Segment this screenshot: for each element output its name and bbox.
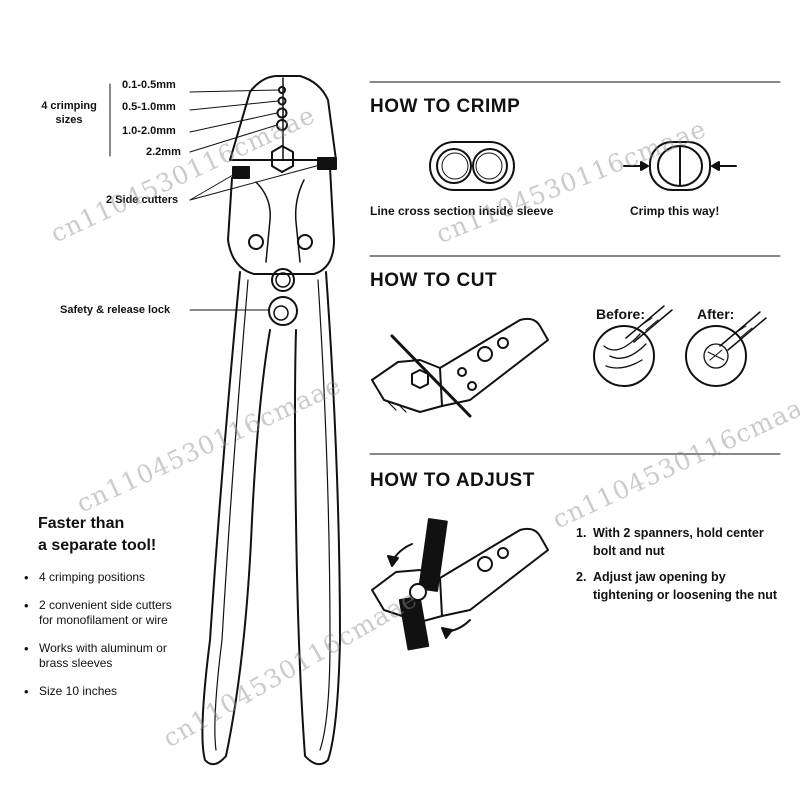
crimp-size-2: 0.5-1.0mm [122, 101, 176, 113]
feature-item: Works with aluminum or brass sleeves [22, 641, 222, 671]
crimp-size-leaders [109, 83, 321, 311]
how-to-cut-heading: HOW TO CUT [370, 270, 498, 291]
adjust-steps: 1. With 2 spanners, hold center bolt and… [576, 524, 796, 612]
how-to-adjust-heading: HOW TO ADJUST [370, 470, 535, 491]
step-text: Adjust jaw opening by tightening or loos… [593, 570, 778, 602]
crimp-right-caption: Crimp this way! [630, 204, 720, 218]
step-number: 1. [576, 526, 587, 540]
safety-lock-label: Safety & release lock [60, 304, 171, 316]
crimp-size-3: 1.0-2.0mm [122, 125, 176, 137]
after-cut-wire-illustration [685, 311, 767, 387]
crimper-tool-illustration [201, 75, 341, 766]
cut-pliers-illustration [371, 317, 549, 418]
crimp-left-caption: Line cross section inside sleeve [370, 204, 554, 218]
features-title: Faster than a separate tool! [38, 515, 157, 554]
step-number: 2. [576, 570, 587, 584]
step-text: With 2 spanners, hold center bolt and nu… [593, 526, 764, 558]
crimp-cross-section-illustration [429, 141, 515, 191]
adjust-pliers-illustration [371, 518, 549, 651]
before-label: Before: [596, 306, 646, 322]
feature-item: Size 10 inches [22, 684, 222, 699]
crimp-size-1: 0.1-0.5mm [122, 79, 176, 91]
crimp-size-4: 2.2mm [146, 146, 181, 158]
adjust-step: 2. Adjust jaw opening by tightening or l… [576, 568, 796, 604]
crimping-sizes-label: 4 crimping sizes [41, 100, 97, 126]
adjust-step: 1. With 2 spanners, hold center bolt and… [576, 524, 796, 560]
features-list: 4 crimping positions 2 convenient side c… [22, 570, 222, 712]
crimped-sleeve-illustration [623, 141, 737, 191]
side-cutters-label: 2 Side cutters [106, 194, 179, 206]
feature-item: 2 convenient side cutters for monofilame… [22, 598, 222, 628]
after-label: After: [697, 306, 735, 322]
how-to-crimp-heading: HOW TO CRIMP [370, 96, 521, 117]
feature-item: 4 crimping positions [22, 570, 222, 585]
before-cut-wire-illustration [593, 305, 673, 387]
